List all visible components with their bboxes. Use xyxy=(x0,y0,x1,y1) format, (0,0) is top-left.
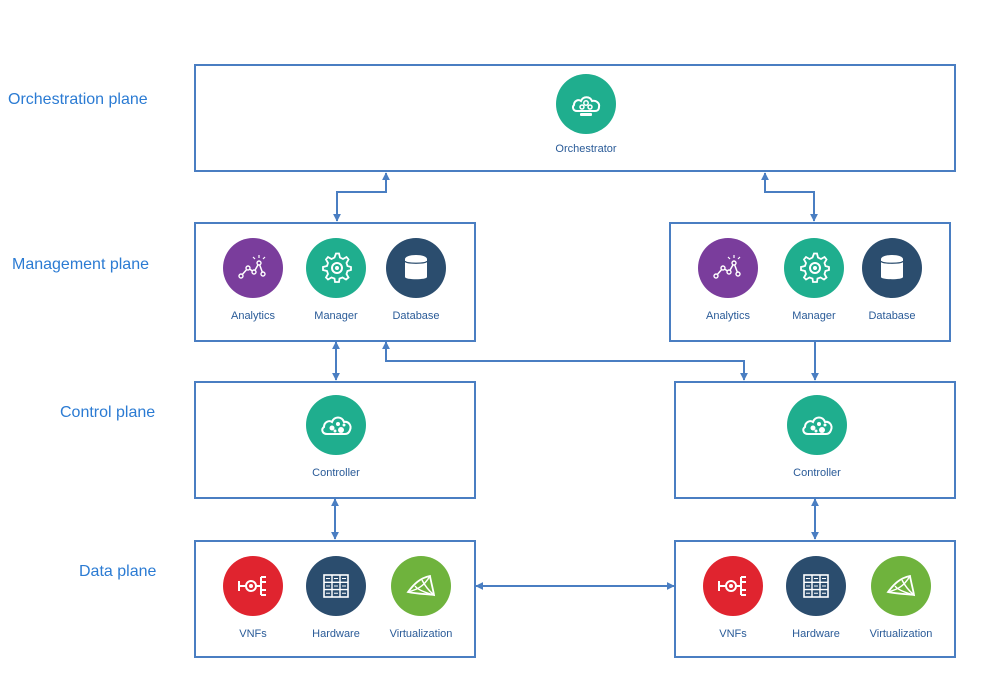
virtualization-node-left[interactable]: Virtualization xyxy=(376,556,466,640)
gear-icon xyxy=(306,238,366,298)
database-node-right[interactable]: Database xyxy=(847,238,937,322)
database-node-left[interactable]: Database xyxy=(371,238,461,322)
control-box-left: Controller xyxy=(194,381,476,499)
vnfs-node-left[interactable]: VNFs xyxy=(208,556,298,640)
analytics-node-right[interactable]: Analytics xyxy=(683,238,773,322)
hardware-node-right[interactable]: Hardware xyxy=(771,556,861,640)
controller-cloud-icon xyxy=(306,395,366,455)
controller-node-right[interactable]: Controller xyxy=(772,395,862,479)
analytics-label-right: Analytics xyxy=(705,310,751,322)
database-icon xyxy=(386,238,446,298)
controller-label-right: Controller xyxy=(793,467,841,479)
vnfs-label-left: VNFs xyxy=(239,628,267,640)
controller-cloud-icon xyxy=(787,395,847,455)
database-label-right: Database xyxy=(868,310,916,322)
vnfs-node-right[interactable]: VNFs xyxy=(688,556,778,640)
hardware-label-left: Hardware xyxy=(312,628,360,640)
data-box-right: VNFs Hardware Virtualization xyxy=(674,540,956,658)
virtualization-label-right: Virtualization xyxy=(869,628,933,640)
control-box-right: Controller xyxy=(674,381,956,499)
data-plane-label: Data plane xyxy=(79,563,157,580)
orchestrator-label: Orchestrator xyxy=(555,143,617,155)
vnf-icon xyxy=(223,556,283,616)
manager-node-right[interactable]: Manager xyxy=(769,238,859,322)
analytics-label-left: Analytics xyxy=(230,310,276,322)
hardware-node-left[interactable]: Hardware xyxy=(291,556,381,640)
orchestrator-cloud-icon xyxy=(556,74,616,134)
connector-management-left-control-right xyxy=(382,341,748,381)
controller-label-left: Controller xyxy=(312,467,360,479)
controller-node-left[interactable]: Controller xyxy=(291,395,381,479)
management-plane-label: Management plane xyxy=(12,256,149,273)
hardware-icon xyxy=(786,556,846,616)
connector-orchestrator-management-right xyxy=(761,172,818,222)
orchestrator-node[interactable]: Orchestrator xyxy=(541,74,631,155)
orchestration-box: Orchestrator xyxy=(194,64,956,172)
analytics-node-left[interactable]: Analytics xyxy=(208,238,298,322)
virtualization-node-right[interactable]: Virtualization xyxy=(856,556,946,640)
hardware-label-right: Hardware xyxy=(792,628,840,640)
analytics-icon xyxy=(223,238,283,298)
analytics-icon xyxy=(698,238,758,298)
management-box-right: Analytics Manager Database xyxy=(669,222,951,342)
vnfs-label-right: VNFs xyxy=(719,628,747,640)
data-box-left: VNFs Hardware Virtualization xyxy=(194,540,476,658)
virtualization-icon xyxy=(391,556,451,616)
manager-label-left: Manager xyxy=(314,310,358,322)
manager-label-right: Manager xyxy=(792,310,836,322)
vnf-icon xyxy=(703,556,763,616)
virtualization-label-left: Virtualization xyxy=(389,628,453,640)
control-plane-label: Control plane xyxy=(60,404,156,421)
orchestration-plane-label: Orchestration plane xyxy=(8,91,148,108)
database-label-left: Database xyxy=(392,310,440,322)
virtualization-icon xyxy=(871,556,931,616)
connector-orchestrator-management-left xyxy=(333,172,390,222)
hardware-icon xyxy=(306,556,366,616)
manager-node-left[interactable]: Manager xyxy=(291,238,381,322)
management-box-left: Analytics Manager Database xyxy=(194,222,476,342)
gear-icon xyxy=(784,238,844,298)
database-icon xyxy=(862,238,922,298)
